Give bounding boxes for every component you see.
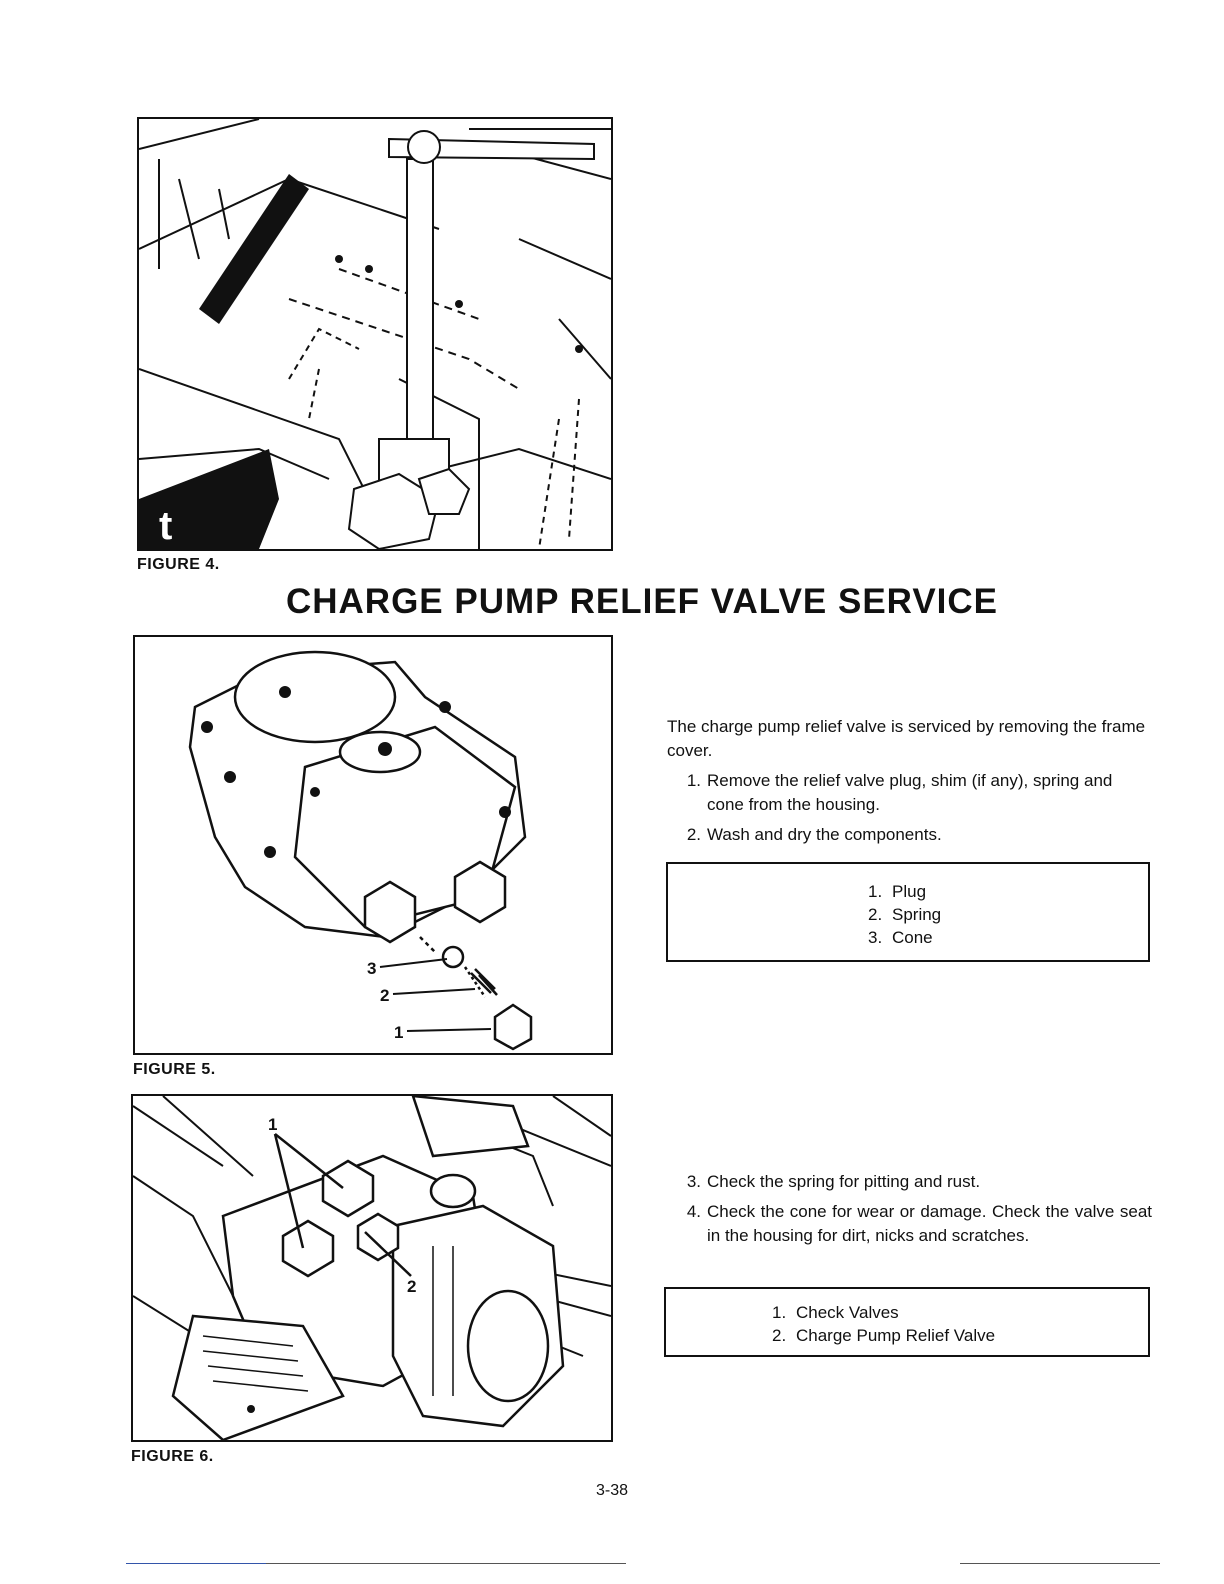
step-number: 1. — [686, 771, 701, 790]
footer-rule — [960, 1563, 1160, 1564]
step-item: 1. Remove the relief valve plug, shim (i… — [667, 769, 1152, 817]
step-number: 4. — [686, 1202, 701, 1221]
legend-number: 1. — [772, 1303, 787, 1322]
step-text: Remove the relief valve plug, shim (if a… — [707, 771, 1113, 814]
figure-5-caption: FIGURE 5. — [133, 1061, 216, 1078]
step-number: 2. — [686, 825, 701, 844]
legend-text: Plug — [892, 882, 927, 901]
figure-4-caption: FIGURE 4. — [137, 556, 220, 573]
legend-text: Cone — [892, 928, 933, 947]
figure-5-legend: 1. Plug 2. Spring 3. Cone — [666, 862, 1150, 962]
intro-paragraph: The charge pump relief valve is serviced… — [667, 717, 1146, 760]
legend-item: 1. Check Valves — [772, 1301, 1148, 1324]
footer-rule — [126, 1563, 266, 1564]
footer-rule — [266, 1563, 626, 1564]
step-item: 2. Wash and dry the components. — [667, 823, 1152, 847]
wrench-on-valve-drawing: t — [139, 119, 611, 549]
step-text: Check the spring for pitting and rust. — [707, 1172, 981, 1191]
legend-number: 3. — [868, 928, 883, 947]
step-text: Check the cone for wear or damage. Check… — [707, 1202, 1152, 1245]
figure-6-caption: FIGURE 6. — [131, 1448, 214, 1465]
legend-text: Charge Pump Relief Valve — [796, 1326, 996, 1345]
legend-item: 2. Charge Pump Relief Valve — [772, 1324, 1148, 1347]
figure-5-illustration: 3 2 1 — [133, 635, 613, 1055]
figure-5-callout-3: 3 — [367, 959, 376, 978]
check-valves-drawing: 1 2 — [133, 1096, 611, 1440]
figure-4-illustration: t — [137, 117, 613, 551]
figure-5-callout-1: 1 — [394, 1023, 403, 1042]
section-title: CHARGE PUMP RELIEF VALVE SERVICE — [285, 582, 999, 621]
legend-number: 2. — [868, 905, 883, 924]
figure-6-callout-2: 2 — [407, 1277, 416, 1296]
legend-number: 2. — [772, 1326, 787, 1345]
legend-item: 2. Spring — [868, 903, 1148, 926]
svg-text:t: t — [159, 504, 172, 548]
legend-text: Spring — [892, 905, 942, 924]
relief-valve-exploded-drawing: 3 2 1 — [188, 650, 533, 1051]
legend-text: Check Valves — [796, 1303, 899, 1322]
legend-item: 1. Plug — [868, 880, 1148, 903]
step-number: 3. — [686, 1172, 701, 1191]
step-item: 3. Check the spring for pitting and rust… — [667, 1170, 1152, 1194]
figure-6-callout-1: 1 — [268, 1115, 277, 1134]
step-item: 4. Check the cone for wear or damage. Ch… — [667, 1200, 1152, 1248]
figure-6-legend: 1. Check Valves 2. Charge Pump Relief Va… — [664, 1287, 1150, 1357]
legend-item: 3. Cone — [868, 926, 1148, 949]
step-text: Wash and dry the components. — [707, 825, 942, 844]
page-number: 3-38 — [595, 1482, 629, 1499]
text-block-2: 3. Check the spring for pitting and rust… — [667, 1164, 1152, 1248]
legend-number: 1. — [868, 882, 883, 901]
text-block-1: The charge pump relief valve is serviced… — [667, 715, 1152, 847]
figure-6-illustration: 1 2 — [131, 1094, 613, 1442]
figure-5-callout-2: 2 — [380, 986, 389, 1005]
